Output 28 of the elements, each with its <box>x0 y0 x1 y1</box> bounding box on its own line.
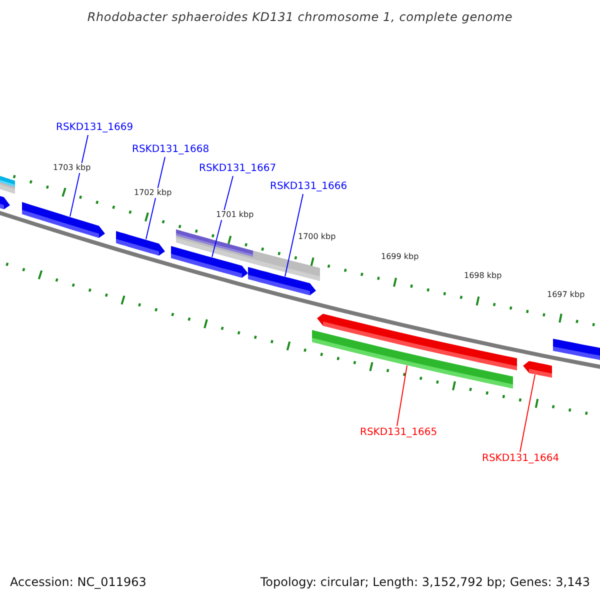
scale-label: 1702 kbp <box>133 188 173 198</box>
scale-label: 1699 kbp <box>380 252 420 262</box>
gene-label: RSKD131_1665 <box>360 427 438 439</box>
leader-line <box>284 194 304 278</box>
leader-line <box>146 156 166 240</box>
scale-label: 1703 kbp <box>52 163 92 173</box>
footer-text: Accession: NC_011963 <box>10 575 146 589</box>
gene-bar <box>22 202 105 238</box>
gene-bar <box>523 360 552 378</box>
scale-label: 1698 kbp <box>463 271 503 281</box>
footer-text: Topology: circular; Length: 3,152,792 bp; Genes: 3,143 <box>260 575 590 589</box>
scale-label: 1701 kbp <box>215 210 255 220</box>
gene-label: RSKD131_1669 <box>56 122 134 134</box>
gene-label: RSKD131_1664 <box>482 453 560 465</box>
gene-label: RSKD131_1667 <box>199 163 276 175</box>
leader-line <box>70 134 88 218</box>
leader-line <box>520 374 536 452</box>
gene-bar <box>248 267 316 296</box>
gene-bar <box>116 230 165 256</box>
gene-label: RSKD131_1666 <box>270 181 348 193</box>
scale-label: 1697 kbp <box>546 290 586 300</box>
leader-line <box>212 176 234 258</box>
gene-label: RSKD131_1668 <box>132 144 210 156</box>
gene-bar <box>312 330 513 388</box>
scale-label: 1700 kbp <box>297 232 337 242</box>
leader-line <box>396 365 408 426</box>
map-title: Rhodobacter sphaeroides KD131 chromosome 1, complete genome <box>86 10 514 24</box>
gene-bar <box>171 246 248 278</box>
